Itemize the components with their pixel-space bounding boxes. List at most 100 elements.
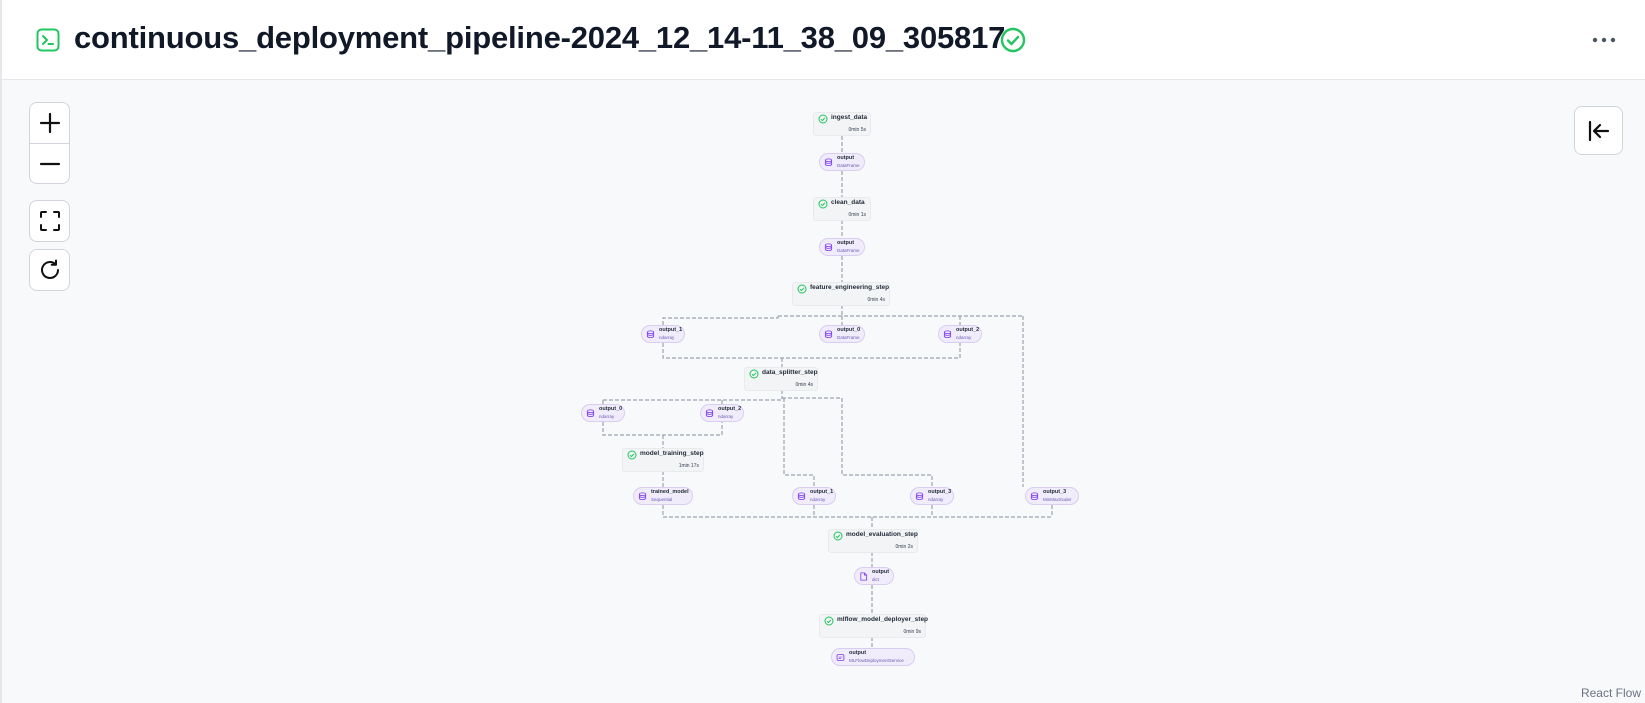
artifact-type: DataFrame bbox=[837, 163, 860, 168]
database-icon bbox=[824, 243, 833, 252]
artifact-type: MLFlowDeploymentService bbox=[849, 658, 904, 663]
fit-view-control bbox=[29, 200, 70, 242]
artifact-name: output bbox=[837, 240, 855, 246]
artifact-name: output bbox=[872, 569, 890, 575]
artifact-node[interactable]: output_1 ndarray bbox=[792, 487, 836, 505]
artifact-name: output bbox=[837, 155, 855, 161]
collapse-panel-button[interactable] bbox=[1574, 106, 1623, 155]
step-duration: 0min 1s bbox=[848, 212, 866, 218]
check-circle-icon bbox=[627, 450, 637, 460]
artifact-name: output_1 bbox=[810, 489, 834, 495]
artifact-node[interactable]: output DataFrame bbox=[819, 153, 865, 171]
artifact-node[interactable]: output dict bbox=[854, 567, 894, 585]
fit-view-button[interactable] bbox=[30, 201, 69, 241]
check-circle-icon bbox=[1000, 27, 1026, 53]
database-icon bbox=[586, 409, 595, 418]
artifact-type: ndarray bbox=[718, 414, 734, 419]
more-horizontal-icon[interactable] bbox=[1590, 30, 1618, 50]
step-name: model_training_step bbox=[640, 450, 704, 457]
check-circle-icon bbox=[749, 369, 759, 379]
artifact-type: dict bbox=[872, 577, 880, 582]
artifact-type: MinMaxScaler bbox=[1043, 497, 1072, 502]
artifact-name: output_3 bbox=[1043, 489, 1067, 495]
step-node[interactable]: model_evaluation_step 0min 2s bbox=[828, 529, 918, 553]
dag-canvas[interactable]: ingest_data 0min 5s clean_data 0min 1s f… bbox=[0, 80, 1645, 703]
step-node[interactable]: mlflow_model_deployer_step 0min 9s bbox=[819, 614, 929, 638]
minus-icon bbox=[39, 162, 60, 165]
plus-icon bbox=[39, 112, 60, 134]
run-title: continuous_deployment_pipeline-2024_12_1… bbox=[74, 20, 1006, 55]
step-duration: 0min 2s bbox=[895, 544, 913, 550]
step-duration: 0min 5s bbox=[848, 127, 866, 133]
react-flow-attribution[interactable]: React Flow bbox=[1580, 686, 1641, 700]
step-node[interactable]: feature_engineering_step 0min 4s bbox=[792, 282, 890, 306]
file-icon bbox=[860, 572, 868, 581]
artifact-name: output bbox=[849, 650, 867, 656]
artifact-type: ndarray bbox=[928, 497, 944, 502]
artifact-name: output_2 bbox=[956, 327, 980, 333]
artifact-name: trained_model bbox=[651, 489, 689, 495]
database-icon bbox=[915, 492, 924, 501]
step-name: mlflow_model_deployer_step bbox=[837, 616, 929, 623]
artifact-name: output_0 bbox=[599, 406, 623, 412]
terminal-icon bbox=[36, 28, 60, 52]
check-circle-icon bbox=[818, 114, 828, 124]
step-name: clean_data bbox=[831, 199, 865, 206]
run-header: continuous_deployment_pipeline-2024_12_1… bbox=[0, 0, 1645, 80]
collapse-left-icon bbox=[1588, 120, 1609, 141]
artifact-type: ndarray bbox=[659, 335, 675, 340]
artifact-name: output_3 bbox=[928, 489, 952, 495]
step-node[interactable]: model_training_step 1min 17s bbox=[622, 448, 704, 472]
artifact-type: DataFrame bbox=[837, 248, 860, 253]
artifact-type: ndarray bbox=[810, 497, 826, 502]
zoom-controls bbox=[29, 102, 70, 184]
artifact-node[interactable]: output_1 ndarray bbox=[641, 325, 685, 343]
step-duration: 0min 4s bbox=[795, 382, 813, 388]
step-name: data_splitter_step bbox=[762, 369, 818, 376]
artifact-node[interactable]: output MLFlowDeploymentService bbox=[831, 648, 915, 666]
refresh-icon bbox=[40, 259, 59, 279]
database-icon bbox=[705, 409, 714, 418]
step-duration: 0min 4s bbox=[867, 297, 885, 303]
artifact-node[interactable]: trained_model Sequential bbox=[633, 487, 693, 505]
fit-view-icon bbox=[39, 211, 60, 231]
zoom-out-button[interactable] bbox=[30, 143, 69, 183]
artifact-node[interactable]: output_0 ndarray bbox=[581, 404, 625, 422]
zoom-in-button[interactable] bbox=[30, 103, 69, 143]
step-name: model_evaluation_step bbox=[846, 531, 918, 538]
service-icon bbox=[836, 654, 845, 661]
database-icon bbox=[1030, 492, 1039, 501]
artifact-name: output_1 bbox=[659, 327, 683, 333]
artifact-type: ndarray bbox=[599, 414, 615, 419]
database-icon bbox=[646, 330, 655, 339]
check-circle-icon bbox=[824, 616, 834, 626]
artifact-type: Sequential bbox=[651, 497, 673, 502]
step-name: feature_engineering_step bbox=[810, 284, 890, 291]
artifact-node[interactable]: output_0 DataFrame bbox=[819, 325, 865, 343]
artifact-name: output_2 bbox=[718, 406, 742, 412]
artifact-node[interactable]: output DataFrame bbox=[819, 238, 865, 256]
artifact-node[interactable]: output_3 ndarray bbox=[910, 487, 954, 505]
artifact-type: ndarray bbox=[956, 335, 972, 340]
database-icon bbox=[638, 492, 647, 501]
step-node[interactable]: data_splitter_step 0min 4s bbox=[744, 367, 818, 391]
check-circle-icon bbox=[797, 284, 807, 294]
database-icon bbox=[943, 330, 952, 339]
refresh-button[interactable] bbox=[30, 250, 69, 290]
database-icon bbox=[797, 492, 806, 501]
artifact-node[interactable]: output_2 ndarray bbox=[700, 404, 744, 422]
check-circle-icon bbox=[818, 199, 828, 209]
database-icon bbox=[824, 158, 833, 167]
dag-edges bbox=[602, 136, 1053, 648]
step-name: ingest_data bbox=[831, 114, 868, 121]
step-duration: 0min 9s bbox=[903, 629, 921, 635]
check-circle-icon bbox=[833, 531, 843, 541]
step-node[interactable]: ingest_data 0min 5s bbox=[813, 112, 871, 136]
step-node[interactable]: clean_data 0min 1s bbox=[813, 197, 871, 221]
refresh-control bbox=[29, 249, 70, 291]
database-icon bbox=[824, 330, 833, 339]
artifact-type: DataFrame bbox=[837, 335, 860, 340]
artifact-node[interactable]: output_2 ndarray bbox=[938, 325, 982, 343]
artifact-node[interactable]: output_3 MinMaxScaler bbox=[1025, 487, 1079, 505]
step-duration: 1min 17s bbox=[678, 463, 699, 469]
